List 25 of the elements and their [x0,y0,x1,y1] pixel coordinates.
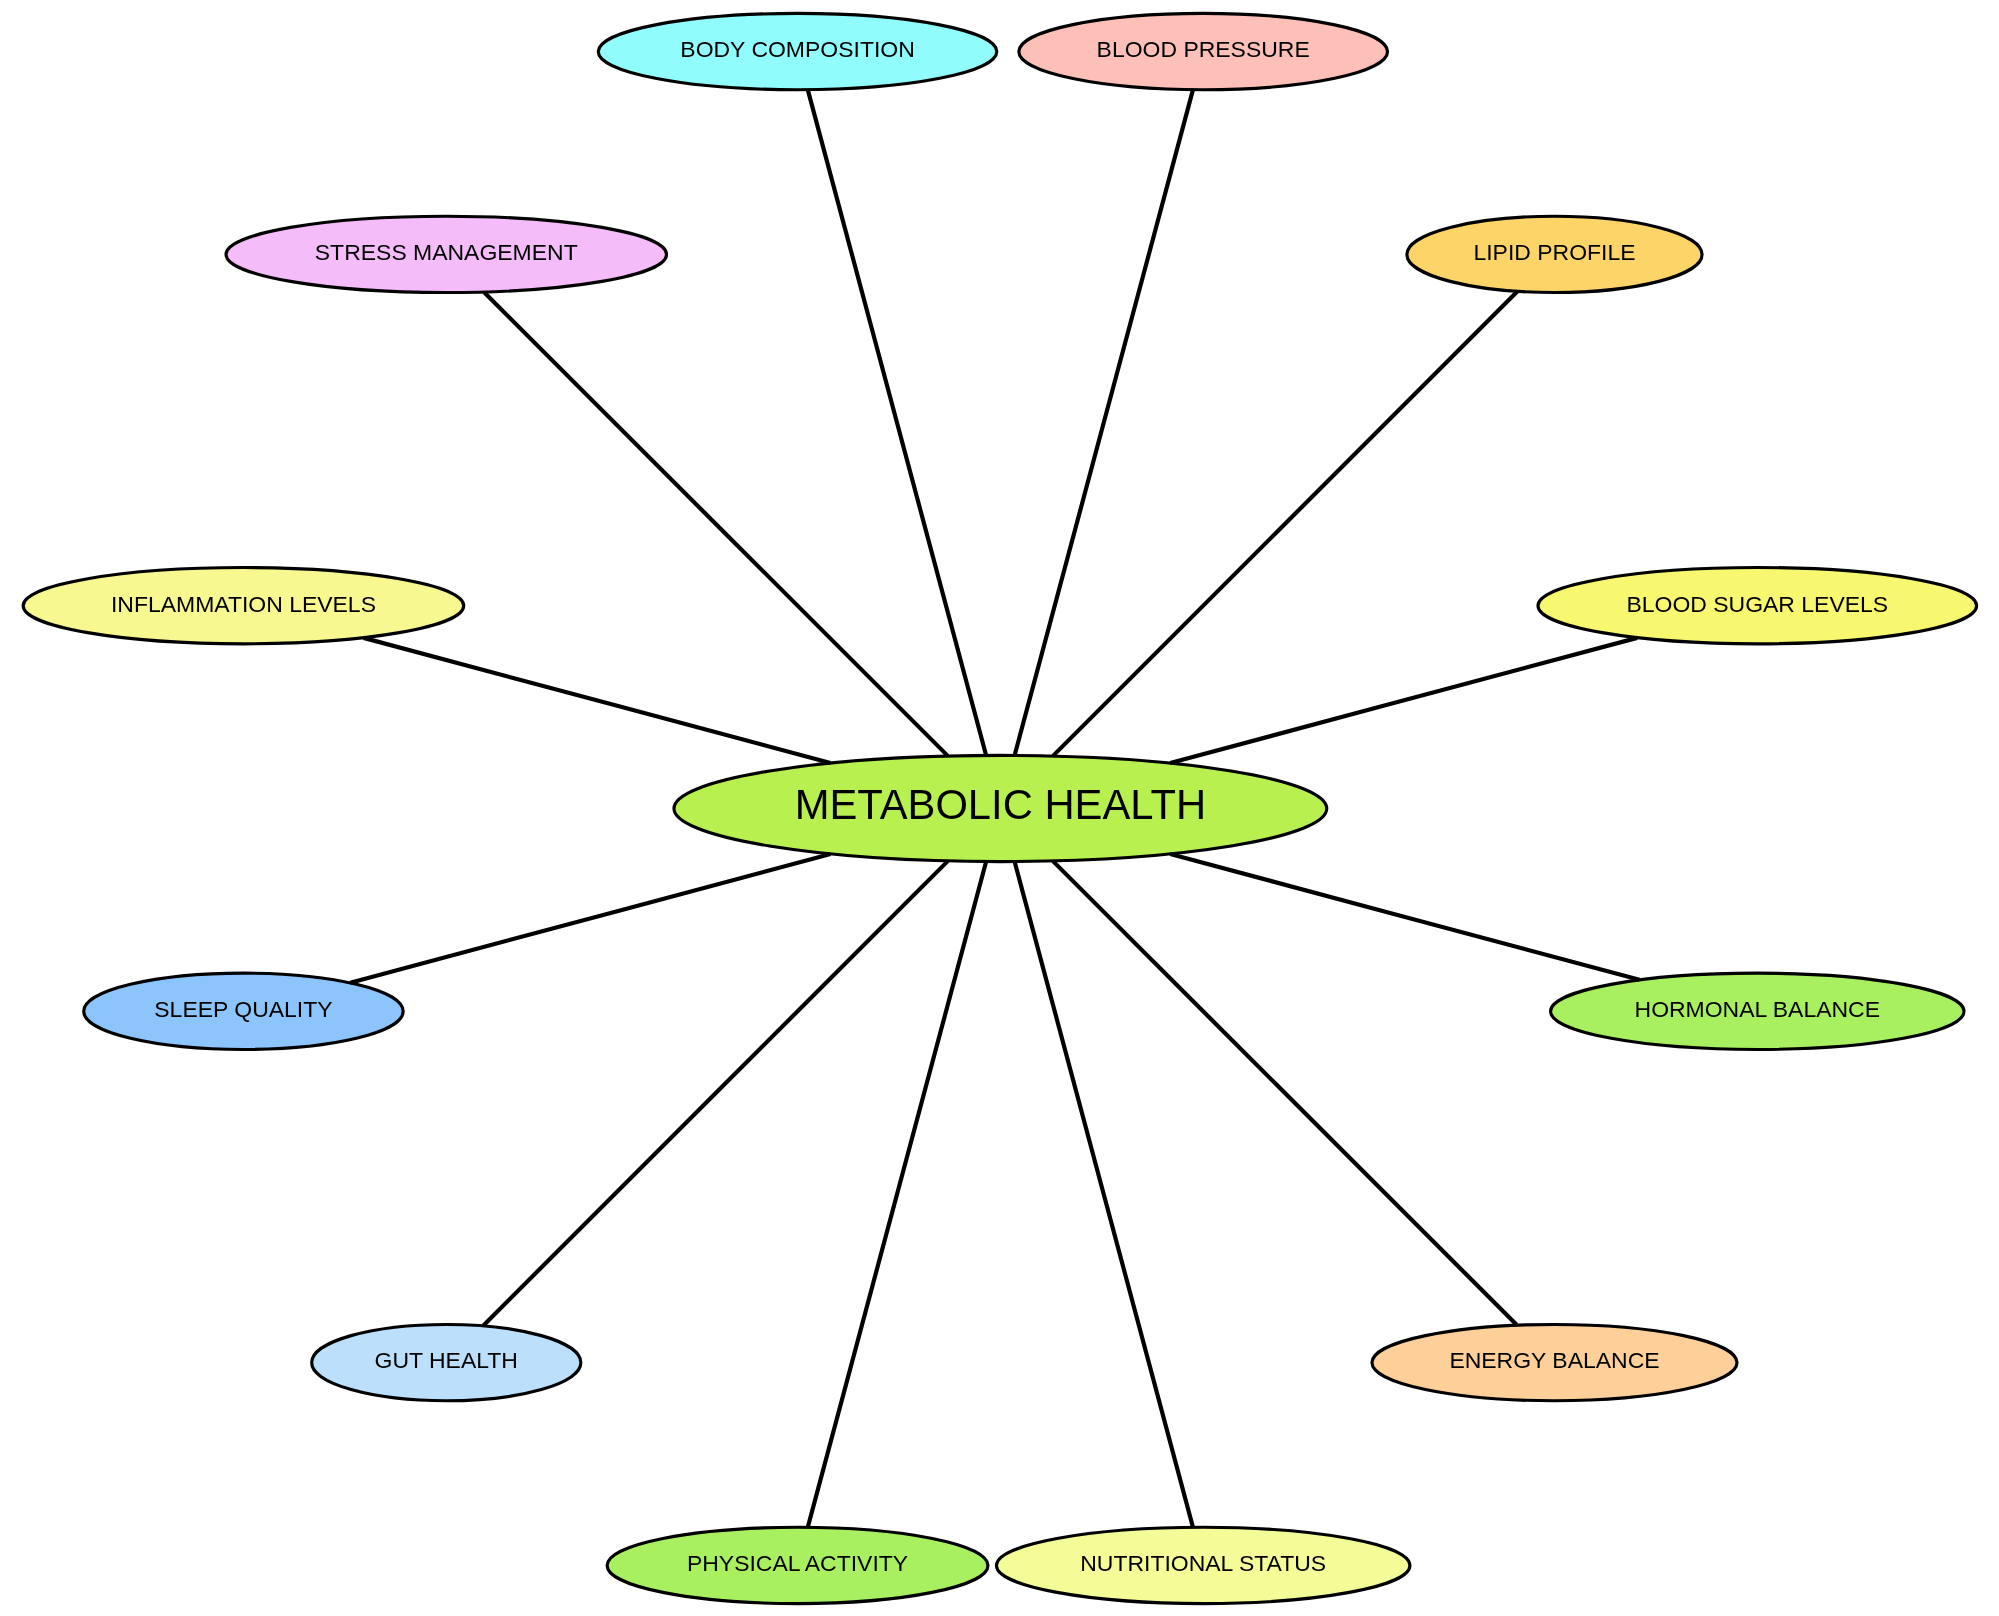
connector [1012,89,1195,756]
node-ellipse: PHYSICAL ACTIVITY [605,1525,990,1605]
connector [805,860,988,1527]
connector [349,851,831,985]
connector [1169,635,1638,765]
node-ellipse: BLOOD PRESSURE [1016,11,1389,91]
node-ellipse: BODY COMPOSITION [596,11,998,91]
node-ellipse: STRESS MANAGEMENT [223,214,668,294]
connector [1051,859,1518,1326]
connector [1051,289,1519,757]
connector [805,89,988,756]
node-ellipse: NUTRITIONAL STATUS [994,1525,1411,1605]
connector [1012,860,1195,1527]
node-ellipse: ENERGY BALANCE [1369,1322,1739,1402]
connector [1169,851,1640,982]
node-ellipse: GUT HEALTH [309,1322,582,1402]
node-ellipse: INFLAMMATION LEVELS [21,565,465,645]
connector [362,635,831,765]
node-ellipse: LIPID PROFILE [1404,214,1704,294]
node-ellipse: BLOOD SUGAR LEVELS [1535,565,1978,645]
connector [482,290,949,757]
node-ellipse: METABOLIC HEALTH [671,753,1328,863]
connector [481,859,949,1327]
node-ellipse: SLEEP QUALITY [81,971,405,1051]
node-ellipse: HORMONAL BALANCE [1548,971,1966,1051]
